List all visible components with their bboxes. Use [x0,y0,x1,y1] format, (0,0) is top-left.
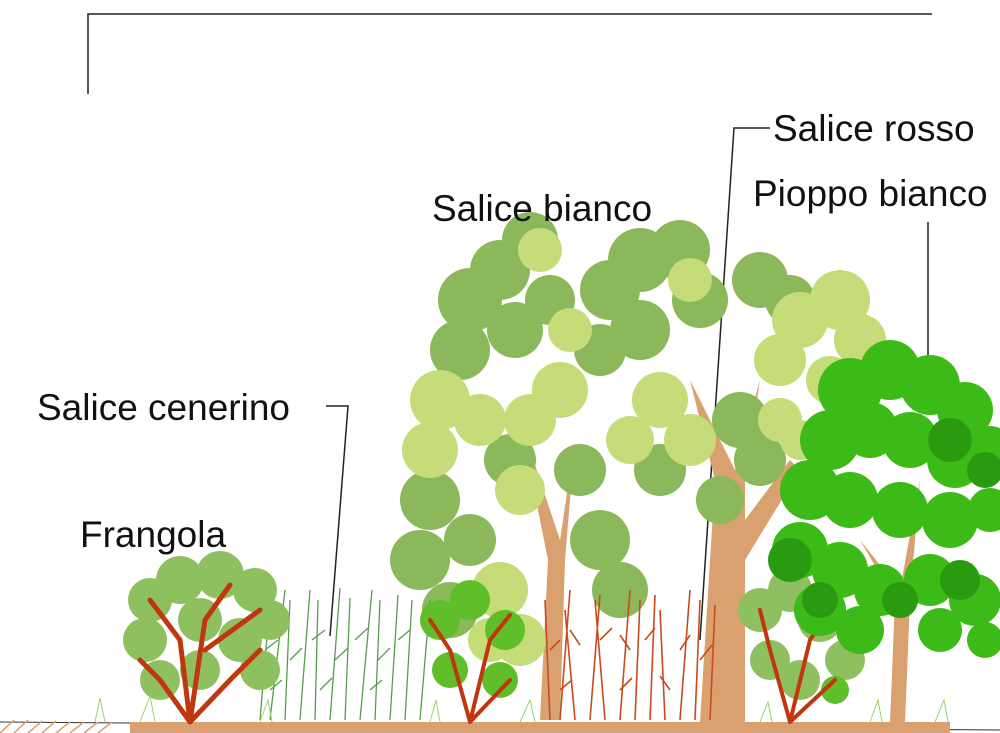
ground-strip [130,722,950,733]
label-pioppo-bianco: Pioppo bianco [753,175,988,212]
grass [95,696,948,722]
label-salice-bianco: Salice bianco [432,190,652,227]
frame-line [88,14,932,94]
label-salice-rosso: Salice rosso [773,110,975,147]
leader-line-salice-cenerino [326,406,348,636]
label-salice-cenerino: Salice cenerino [37,389,290,426]
frangola-shrub [123,551,290,722]
label-frangola: Frangola [80,516,226,553]
